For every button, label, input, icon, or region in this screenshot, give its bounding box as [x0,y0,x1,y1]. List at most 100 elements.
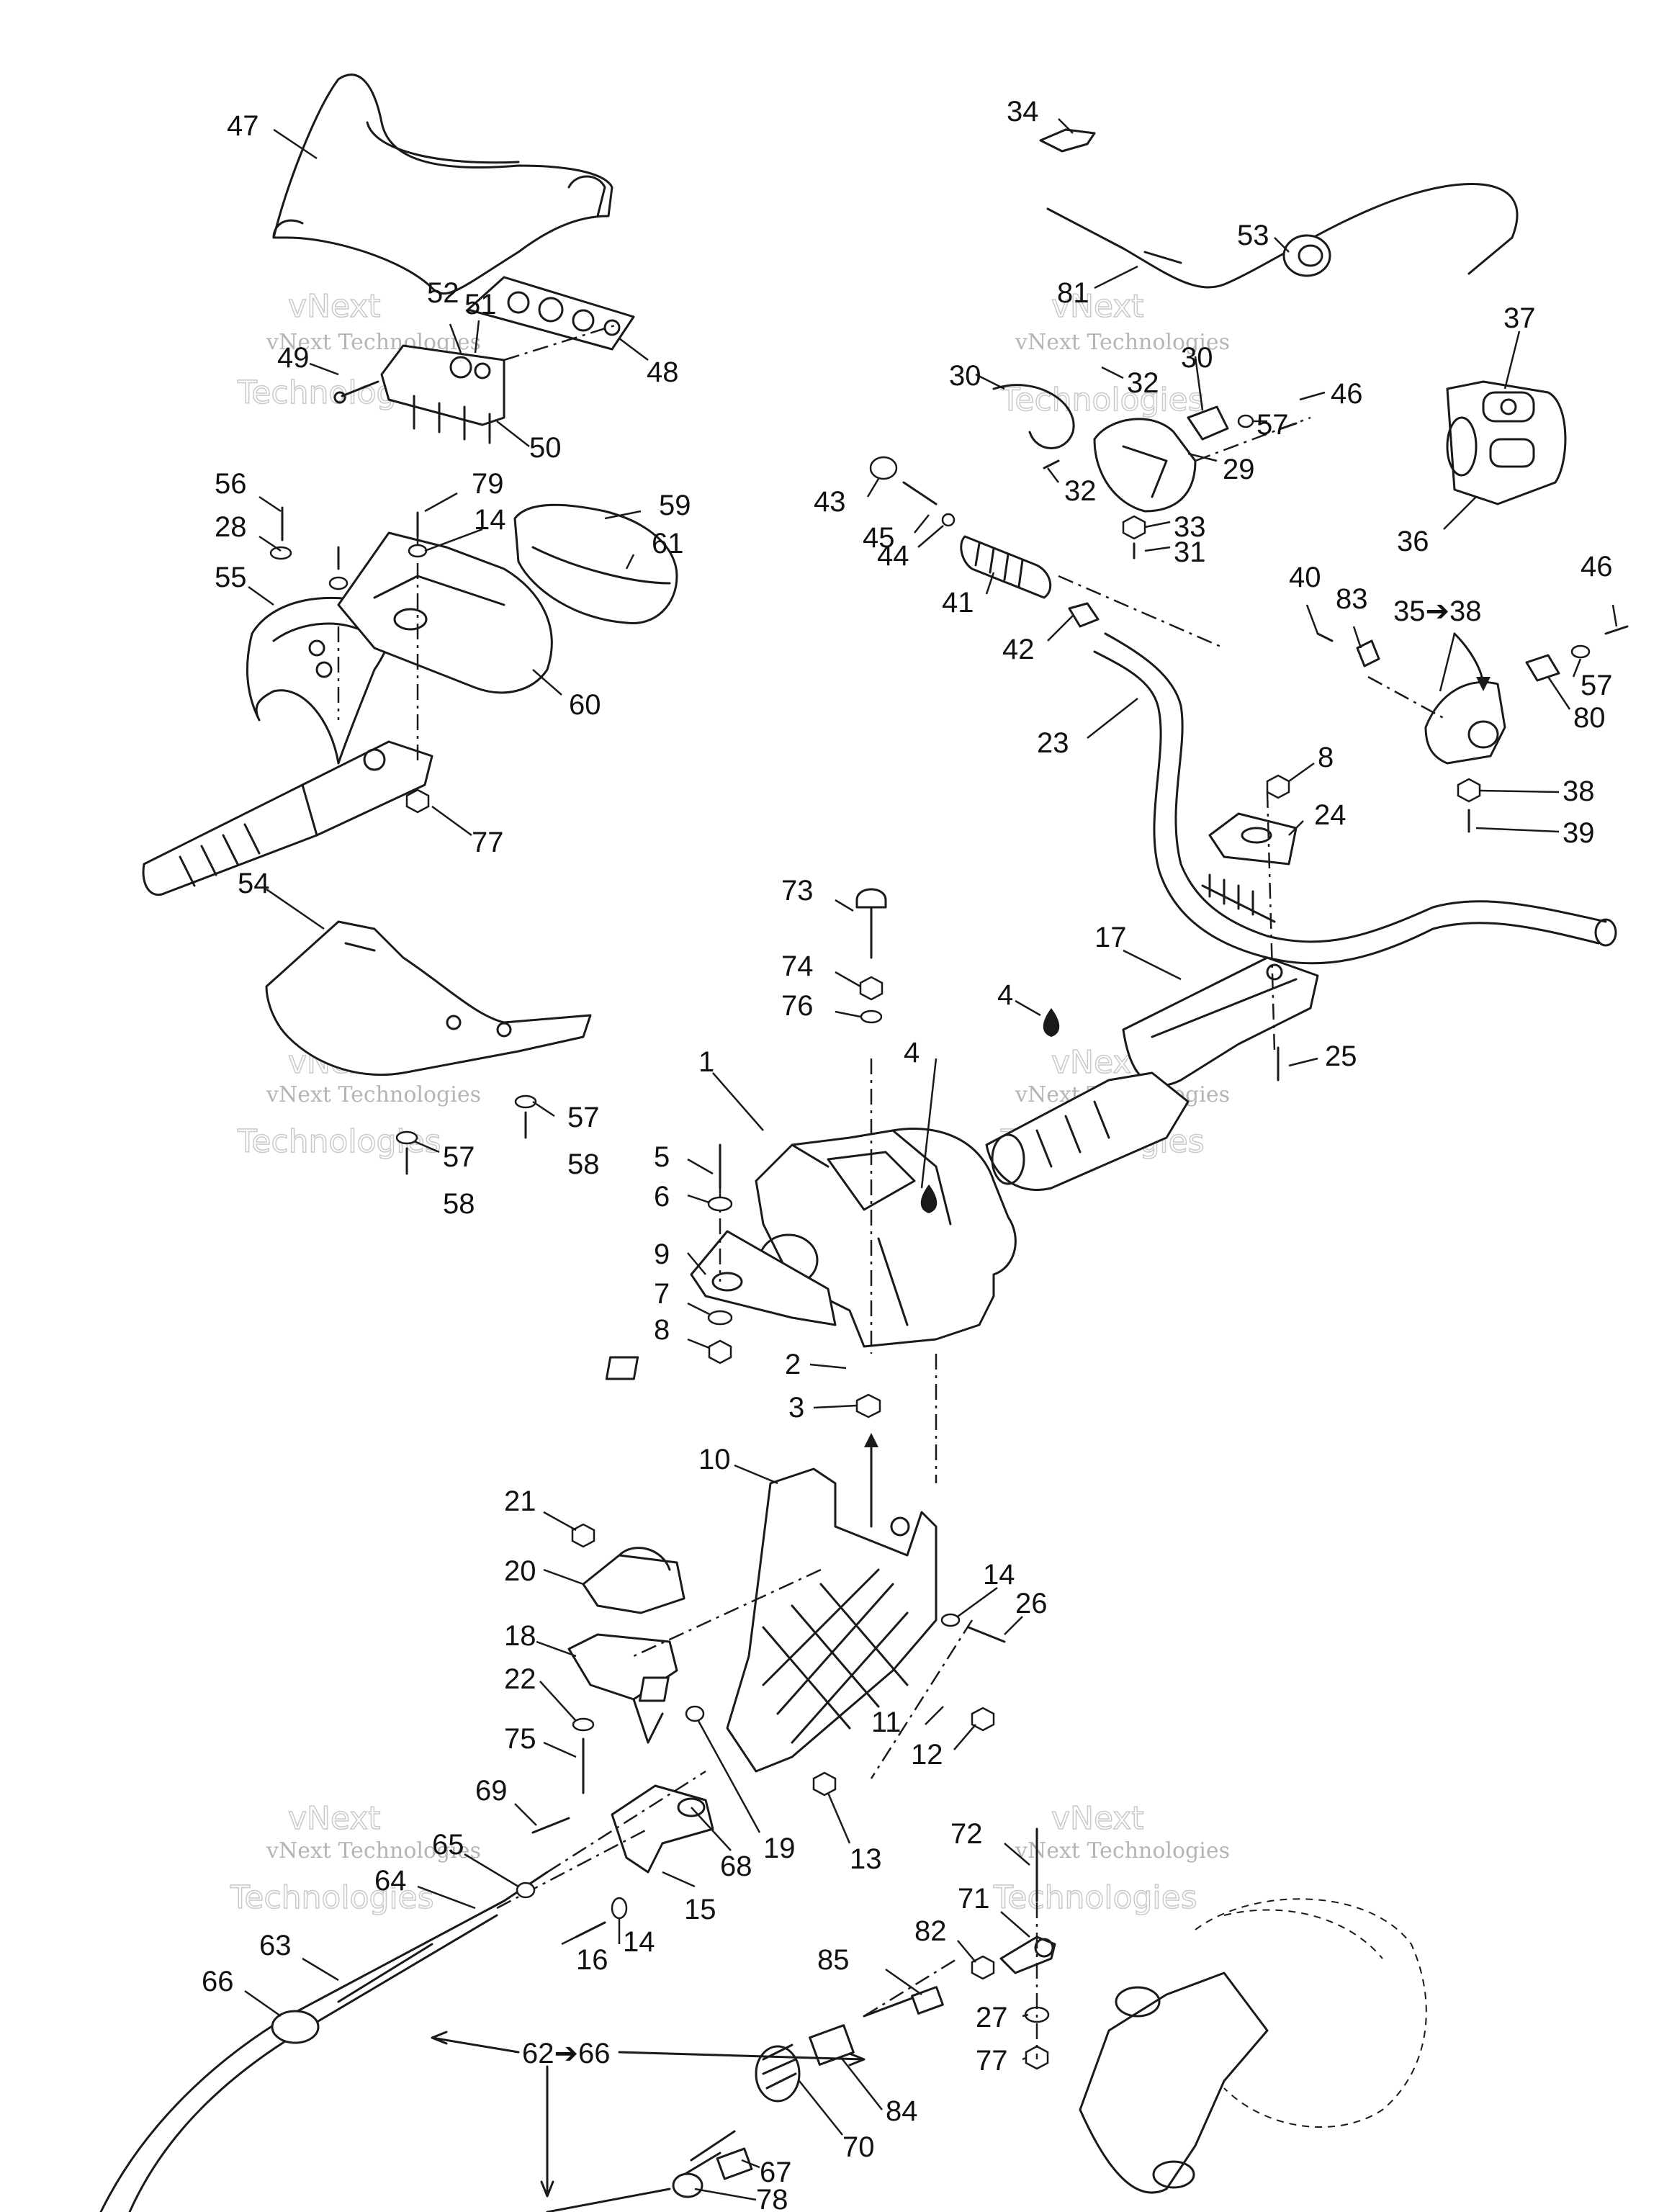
hardware-group [269,405,1629,1938]
callout-15: 15 [684,1894,716,1925]
lower-cable-assembly [546,1986,944,2212]
steering-cable [99,1871,549,2212]
callout-28: 28 [215,511,247,543]
jet-nozzle [1079,1898,1427,2194]
part-8-nut [1266,774,1290,799]
part-71-ball-joint [999,1936,1056,1974]
part-81-cable [1046,183,1519,289]
callout-69: 69 [475,1775,508,1807]
callout-57: 57 [1256,409,1289,441]
watermark-text: Technologies [993,1879,1197,1916]
callout-46: 46 [1331,378,1363,410]
watermark-text: Technologies [230,1879,434,1916]
callout-67: 67 [760,2157,792,2188]
callout-12: 12 [911,1739,943,1771]
part-12-nut [971,1707,995,1732]
part-23-handlebar [1093,632,1617,965]
part-57-washer [1570,644,1591,659]
part-15-arm [611,1784,714,1874]
part-35-switch-housing [1424,681,1506,765]
part-24-clamp [1208,812,1298,866]
part-13-nut [812,1771,837,1797]
arrow-head [1476,677,1491,691]
callout-70: 70 [842,2131,875,2163]
cable-arrow-left [431,2031,520,2054]
callout-34: 34 [1007,96,1039,127]
part-9-plate [690,1230,837,1326]
cable-arrow-right [618,2051,866,2067]
part-80-clip [1525,654,1560,682]
callout-52: 52 [427,277,459,309]
callout-22: 22 [504,1663,536,1695]
part-10-bracket [726,1467,938,1773]
part-46-screw [1604,625,1629,635]
part-22-washer [572,1717,595,1732]
part-50-bracket [333,344,505,444]
callout-31: 31 [1174,536,1206,568]
callout-32: 32 [1127,367,1159,399]
watermark-top-right: vNext vNext Technologies Technologies [999,287,1230,419]
callout-62-66: 62➔66 [522,2038,611,2069]
callout-18: 18 [504,1620,536,1652]
callout-73: 73 [781,875,814,907]
callout-68: 68 [720,1851,752,1882]
part-19-washer [685,1705,705,1722]
part-8-nut [708,1339,732,1364]
callout-14: 14 [474,504,506,536]
callout-48: 48 [647,356,679,388]
callout-1: 1 [698,1046,714,1078]
callout-50: 50 [529,432,562,464]
watermark-bottom-right: vNext vNext Technologies Technologies [992,1799,1230,1917]
watermark-text: vNext Technologies [266,1082,481,1107]
callout-35-38: 35➔38 [1393,595,1482,627]
part-14-washer [611,1897,628,1920]
part-6-washer [707,1196,733,1212]
callout-65: 65 [432,1829,464,1861]
callout-11: 11 [871,1707,902,1738]
part-57-washer [514,1094,537,1109]
part-26-bolt [967,1626,1006,1643]
callout-85: 85 [817,1944,850,1976]
part-20-clamp [582,1547,685,1614]
callout-66: 66 [202,1966,234,1997]
callout-labels: 47 52 51 49 48 50 56 79 59 28 14 61 55 6… [202,96,1613,2212]
left-grip-assembly [142,740,433,896]
callout-4: 4 [997,979,1013,1011]
part-46-screw [1280,422,1298,430]
part-7-washer [707,1310,733,1326]
callout-8: 8 [654,1314,670,1346]
watermark-text: vNext [1051,1800,1144,1837]
steering-column-tube [985,1071,1190,1191]
callout-75: 75 [504,1723,536,1755]
callout-49: 49 [277,342,310,374]
callout-23: 23 [1037,727,1069,759]
part-57-washer [1237,414,1254,428]
callout-44: 44 [877,540,909,572]
grease-drop-icon [1043,1008,1060,1037]
callout-39: 39 [1563,817,1595,849]
callout-37: 37 [1503,302,1536,334]
part-65-washer [516,1881,536,1899]
callout-19: 19 [763,1833,796,1864]
callout-58: 58 [443,1188,475,1220]
callout-51: 51 [464,289,497,320]
callout-3: 3 [788,1392,804,1424]
callout-25: 25 [1325,1040,1357,1072]
part-33-nut [1122,515,1146,540]
callout-80: 80 [1573,702,1606,734]
part-30-bracket [1187,405,1229,441]
callout-46: 46 [1581,551,1613,583]
watermark-text: vNext Technologies [266,1838,481,1863]
part-42-bushing [1068,602,1100,628]
part-16-bolt [575,1921,606,1938]
callout-47: 47 [227,110,259,142]
callout-59: 59 [659,490,691,521]
arrow-head [864,1433,878,1447]
callout-61: 61 [652,528,684,559]
callout-64: 64 [374,1865,407,1897]
watermark-text: vNext [288,288,381,325]
callout-16: 16 [576,1944,608,1976]
callout-38: 38 [1563,775,1595,807]
part-41-grip [960,535,1052,599]
callout-83: 83 [1336,583,1368,615]
